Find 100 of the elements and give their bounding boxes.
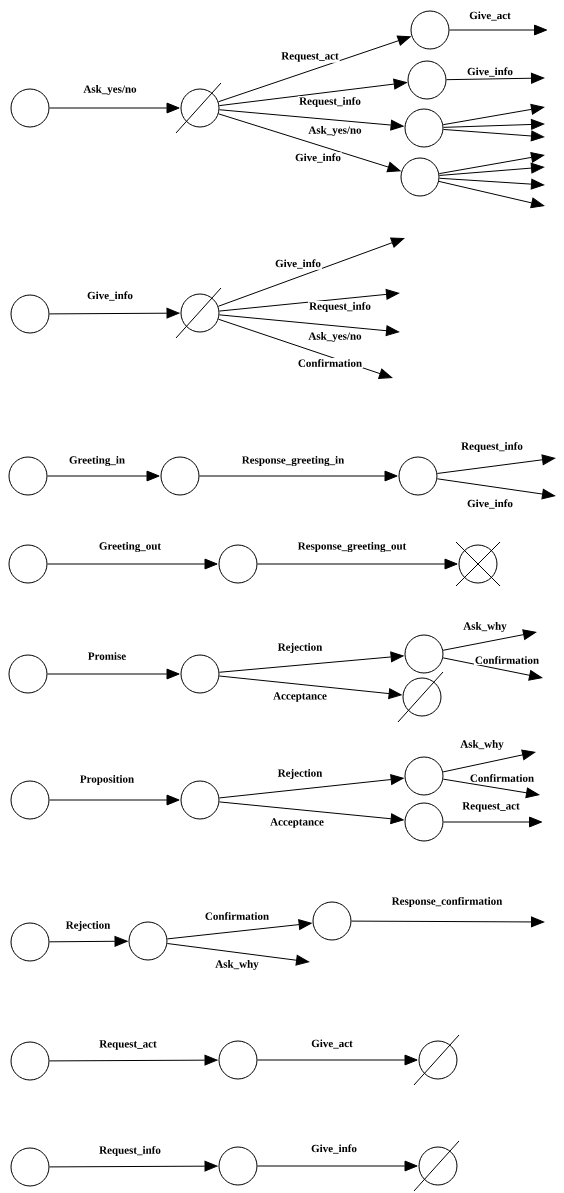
arrow — [166, 919, 312, 940]
edge-label: Give_act — [310, 1038, 354, 1050]
edge-label: Request_act — [98, 1039, 158, 1051]
arrow — [49, 102, 180, 114]
edge-label: Greeting_in — [68, 455, 126, 468]
arrow — [49, 1054, 218, 1066]
slashed-circle — [175, 287, 222, 339]
slashed-circle — [413, 1140, 460, 1192]
edge-label: Response_greeting_in — [240, 455, 346, 468]
arrow — [443, 119, 545, 130]
arrow — [218, 675, 402, 699]
circle-node — [8, 456, 48, 496]
arrow — [257, 1160, 418, 1172]
arrow — [442, 104, 545, 126]
circle-node — [8, 654, 48, 694]
arrow — [442, 657, 543, 681]
arrow — [199, 470, 398, 482]
circle-node — [128, 921, 168, 961]
edge-label: Ask_yes/no — [307, 125, 363, 137]
arrow — [218, 113, 401, 173]
circle-node — [407, 60, 447, 100]
circle-node — [10, 922, 50, 962]
arrow — [217, 237, 405, 307]
circle-node — [10, 1041, 50, 1081]
arrow — [257, 558, 458, 570]
edge-label: Request_info — [460, 440, 524, 454]
circle-node — [180, 780, 220, 820]
edge-label: Promise — [86, 651, 128, 661]
arrow — [449, 24, 548, 36]
edge-label: Response_confirmation — [390, 895, 504, 909]
edge-label: Proposition — [78, 774, 136, 786]
edge-label: Ask_yes/no — [82, 84, 138, 96]
arrow — [49, 935, 128, 947]
circle-node — [218, 1146, 258, 1186]
arrow — [257, 1054, 418, 1066]
arrow — [47, 668, 180, 680]
arrow — [218, 109, 404, 131]
edge-label: Response_greeting_out — [296, 541, 408, 554]
edge-label: Rejection — [276, 768, 324, 780]
edge-label: Request_act — [461, 801, 521, 813]
arrow — [47, 558, 218, 570]
edge-label: Ask_yes/no — [307, 331, 363, 343]
arrow — [442, 128, 545, 142]
arrow — [218, 651, 404, 673]
circle-node — [218, 1040, 258, 1080]
edge-label: Rejection — [64, 920, 112, 932]
circle-node — [404, 108, 444, 148]
arrow — [442, 749, 536, 773]
edge-label: Acceptance — [269, 817, 325, 829]
edge-label: Confirmation — [473, 655, 541, 665]
edge-label: Ask_why — [462, 621, 508, 633]
arrow — [49, 1160, 218, 1172]
circle-node — [180, 654, 220, 694]
circle-node — [404, 634, 444, 674]
edge-label: Give_info — [274, 258, 322, 270]
edge-label: Rejection — [276, 642, 324, 654]
circle-node — [10, 88, 50, 128]
crossed-circle — [455, 541, 501, 587]
arrow — [218, 801, 404, 825]
arrow — [217, 35, 411, 103]
circle-node — [400, 157, 440, 197]
arrow — [351, 916, 545, 928]
arrow — [443, 816, 543, 828]
arrow — [166, 943, 310, 966]
arrow — [446, 72, 545, 84]
arrow — [218, 774, 404, 799]
arrow — [438, 162, 545, 176]
circle-node — [218, 544, 258, 584]
edge-label: Give_info — [86, 290, 134, 302]
arrow — [438, 180, 545, 209]
edge-label: Confirmation — [468, 773, 536, 783]
circle-node — [404, 802, 444, 842]
edge-label: Ask_why — [214, 959, 260, 971]
slashed-circle — [413, 1034, 460, 1086]
edge-label: Request_act — [280, 51, 340, 63]
circle-node — [312, 901, 352, 941]
edge-label: Give_info — [466, 66, 514, 78]
edge-label: Give_info — [294, 152, 342, 164]
edge-label: Request_info — [298, 95, 362, 109]
arrow — [442, 629, 537, 651]
circle-node — [160, 456, 200, 496]
circle-node — [410, 10, 450, 50]
edge-label: Request_info — [308, 300, 372, 314]
arrow — [218, 314, 400, 337]
arrow — [218, 318, 393, 379]
circle-node — [10, 294, 50, 334]
arrow — [436, 454, 556, 474]
edge-label: Greeting_out — [97, 541, 163, 554]
edge-label: Give_info — [466, 498, 514, 510]
edge-label: Acceptance — [272, 691, 328, 703]
slashed-circle — [397, 671, 444, 723]
arrow — [49, 307, 180, 319]
arrow — [438, 152, 545, 175]
edge-label: Give_act — [468, 10, 512, 22]
arrow — [218, 289, 400, 312]
arrow — [442, 778, 540, 799]
arrow — [49, 794, 180, 806]
circle-node — [398, 456, 438, 496]
edge-label: Confirmation — [296, 358, 364, 368]
circle-node — [8, 544, 48, 584]
